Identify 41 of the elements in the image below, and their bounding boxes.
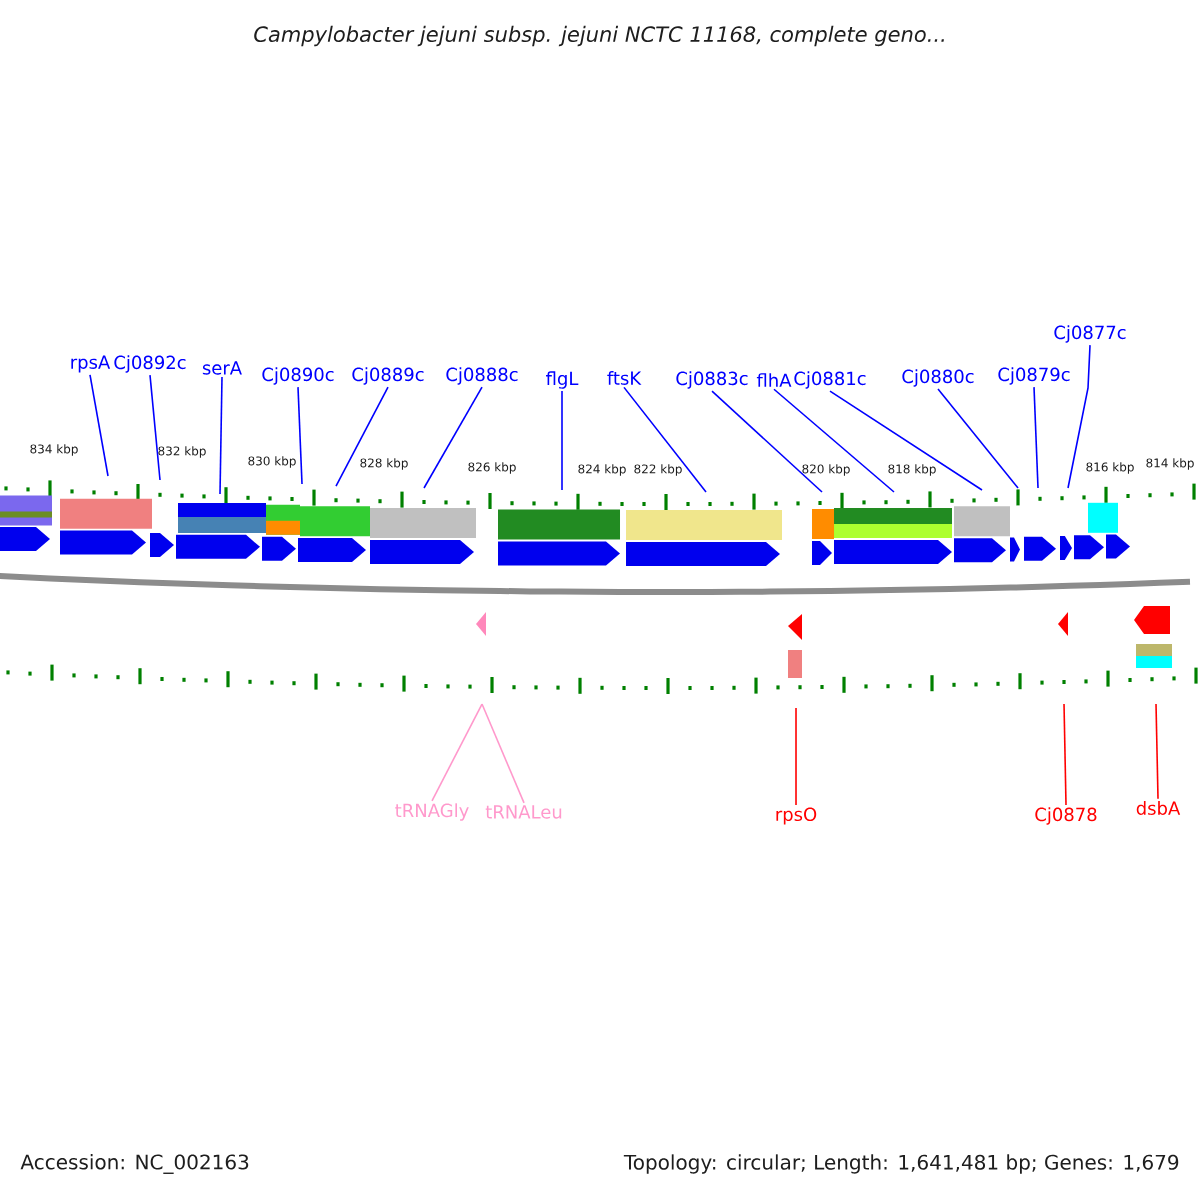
leader-line <box>481 703 525 804</box>
leader-line <box>149 374 161 481</box>
leader-line <box>561 390 563 491</box>
gene-label: Cj0889c <box>352 367 424 385</box>
leader-line <box>219 376 223 495</box>
gene-label: dsbA <box>1136 801 1181 815</box>
gene-label: Cj0878 <box>1035 807 1097 825</box>
gene-label: Cj0881c <box>794 371 866 389</box>
gene-label: ftsK <box>607 371 642 385</box>
title: Campylobacter jejuni subsp. jejuni NCTC 11168, complete geno... <box>254 25 944 47</box>
gene-label: tRNAGly <box>395 803 469 821</box>
gene-label: Cj0879c <box>998 367 1070 385</box>
leader-line <box>89 374 109 477</box>
gene-label: rpsA <box>71 355 111 373</box>
leader-line <box>829 390 983 491</box>
leader-line <box>423 386 483 489</box>
gene-label: Cj0892c <box>114 355 186 373</box>
leader-line <box>1155 703 1159 800</box>
leader-line <box>431 703 483 802</box>
leader-line <box>297 386 303 485</box>
gene-label: tRNALeu <box>485 805 562 819</box>
footer-text: Accession: NC_002163 <box>20 1154 249 1174</box>
footer-text: Topology: circular; Length: 1,641,481 bp; Genes: 1,679 <box>623 1154 1179 1174</box>
leader-line <box>335 386 389 487</box>
leader-line <box>711 390 823 493</box>
leader-line <box>773 388 895 493</box>
gene-label: Cj0890c <box>262 367 334 385</box>
leader-line <box>1063 703 1067 806</box>
gene-label: Cj0877c <box>1054 325 1126 343</box>
gene-label: flhA <box>756 373 792 387</box>
leader-line <box>623 386 707 493</box>
gene-label: Cj0888c <box>446 367 518 385</box>
gene-label: Cj0880c <box>902 369 974 387</box>
gene-label: flgL <box>546 371 579 389</box>
gene-label: Cj0883c <box>676 371 748 389</box>
leader-line <box>937 388 1019 489</box>
leader-line <box>1033 386 1039 489</box>
leader-line <box>795 707 797 806</box>
gene-label: rpsO <box>776 807 817 825</box>
leader-line <box>1067 344 1091 489</box>
gene-label: serA <box>202 361 242 375</box>
